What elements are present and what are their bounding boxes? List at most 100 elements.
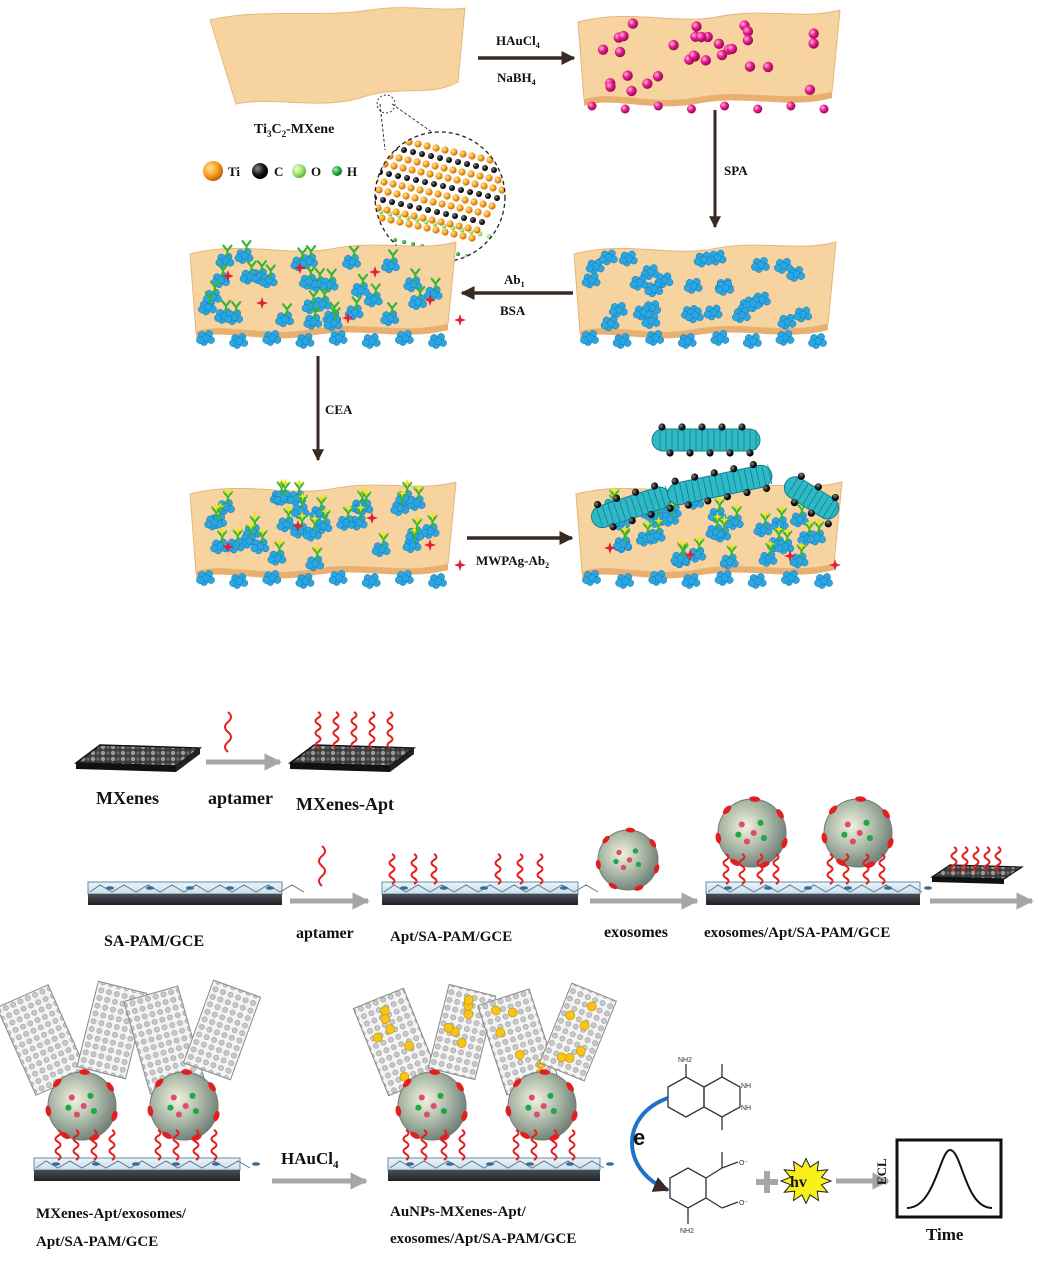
antibody <box>397 492 408 506</box>
aptamer-strand <box>314 711 322 749</box>
c-atom-icon <box>252 163 268 179</box>
free-exosome <box>595 827 660 891</box>
au-nanoparticle <box>819 104 829 114</box>
gce-electrode <box>388 1170 600 1181</box>
sa-node <box>440 886 448 890</box>
antibody <box>642 522 653 536</box>
mxene-sheet-ab1 <box>189 239 466 349</box>
ecl-signal-graph: ECL Time <box>874 1138 1003 1244</box>
sa-node <box>520 886 528 890</box>
spa-protein <box>215 252 235 269</box>
antibody <box>222 244 233 258</box>
antibody <box>712 515 723 529</box>
antibody <box>813 521 825 535</box>
spa-protein <box>646 527 666 544</box>
antibody <box>283 508 294 522</box>
spa-protein <box>371 541 391 558</box>
aptamer-strand <box>386 711 394 749</box>
cea-antigen <box>694 535 704 545</box>
sa-node <box>172 1162 180 1166</box>
spa-protein <box>633 304 652 321</box>
au-nanoparticle <box>744 61 756 72</box>
cea-antigen <box>679 540 688 550</box>
luminol-structure: NH2 NH NH <box>667 1057 751 1130</box>
mxenes-flake <box>73 744 203 772</box>
antibody <box>796 544 807 558</box>
sa-node <box>446 1162 454 1166</box>
antibody <box>413 487 424 501</box>
cea-antigen <box>215 501 225 511</box>
spa-protein <box>715 280 734 296</box>
au-nanoparticle <box>495 1027 506 1038</box>
hv-label: hv <box>790 1174 807 1191</box>
spa-protein <box>395 570 414 586</box>
antibody <box>305 245 317 259</box>
spa-protein <box>395 330 414 346</box>
legend-h: H <box>347 164 357 179</box>
sheet-edge <box>580 324 828 339</box>
mxene-sheet-spa <box>573 241 837 349</box>
antibody <box>351 296 362 310</box>
mxene-sheet <box>577 9 841 101</box>
antibody <box>719 518 730 532</box>
electrode-sa-pam-gce <box>87 881 305 905</box>
antibody <box>402 481 413 496</box>
spa-protein <box>351 282 370 298</box>
panel-a-synthesis: Ti3C2-MXene Ti C O H HAuCl4 NaBH4 SPA Ab… <box>189 7 843 589</box>
sa-node <box>844 886 852 890</box>
au-nanoparticle <box>626 85 637 97</box>
legend-ti: Ti <box>228 164 240 179</box>
au-nanoparticle <box>579 1020 590 1031</box>
au-nanoparticle <box>726 43 738 55</box>
antibody <box>357 273 369 288</box>
bsa-marker <box>604 542 616 554</box>
spa-protein <box>600 315 620 332</box>
spa-protein <box>361 573 381 589</box>
antibody <box>319 287 330 301</box>
antibody <box>414 285 426 300</box>
cea-antigen <box>715 495 725 505</box>
spa-protein <box>224 309 243 325</box>
spa-protein <box>693 251 713 268</box>
bsa-marker <box>454 314 466 326</box>
svg-text:O⁻: O⁻ <box>739 1160 748 1167</box>
sa-node <box>606 1162 614 1166</box>
au-nanoparticle <box>618 30 629 42</box>
spa-protein <box>305 555 325 572</box>
cea-antigen <box>402 478 412 488</box>
legend-o: O <box>311 164 321 179</box>
spa-protein <box>295 333 315 349</box>
antibody <box>326 268 337 282</box>
label-haucl4: HAuCl4 <box>281 1149 339 1171</box>
sa-node <box>486 1162 494 1166</box>
mxene-nanosheet <box>427 983 497 1081</box>
aptamer-strand <box>210 1129 218 1161</box>
cea-antigen <box>732 502 742 512</box>
spa-protein <box>428 573 447 589</box>
sa-node <box>52 1162 60 1166</box>
spa-protein <box>618 250 638 267</box>
au-nanoparticle <box>688 50 699 61</box>
mxene-nanosheet <box>182 979 262 1081</box>
cea-antigen <box>211 503 221 512</box>
au-nanoparticle <box>808 38 819 49</box>
au-nanoparticle <box>742 26 754 37</box>
sa-node <box>724 886 732 890</box>
spa-protein <box>613 536 632 553</box>
au-nanoparticle <box>575 1046 586 1056</box>
antibody <box>355 506 366 520</box>
aptamer-strand <box>842 853 850 885</box>
au-nanoparticle <box>652 71 664 82</box>
aptamer-strand <box>961 846 969 872</box>
aptamer-strand <box>950 846 958 872</box>
aptamer-strand <box>516 853 524 885</box>
spa-protein <box>319 276 339 293</box>
spa-protein <box>724 514 744 530</box>
au-nanoparticle <box>605 81 616 92</box>
cea-antigen <box>428 511 437 521</box>
svg-text:NH2: NH2 <box>678 1057 692 1064</box>
au-nanoparticle <box>404 1040 414 1051</box>
antibody <box>343 506 354 520</box>
au-nanoparticle <box>456 1038 467 1048</box>
au-nanoparticle <box>786 101 796 111</box>
